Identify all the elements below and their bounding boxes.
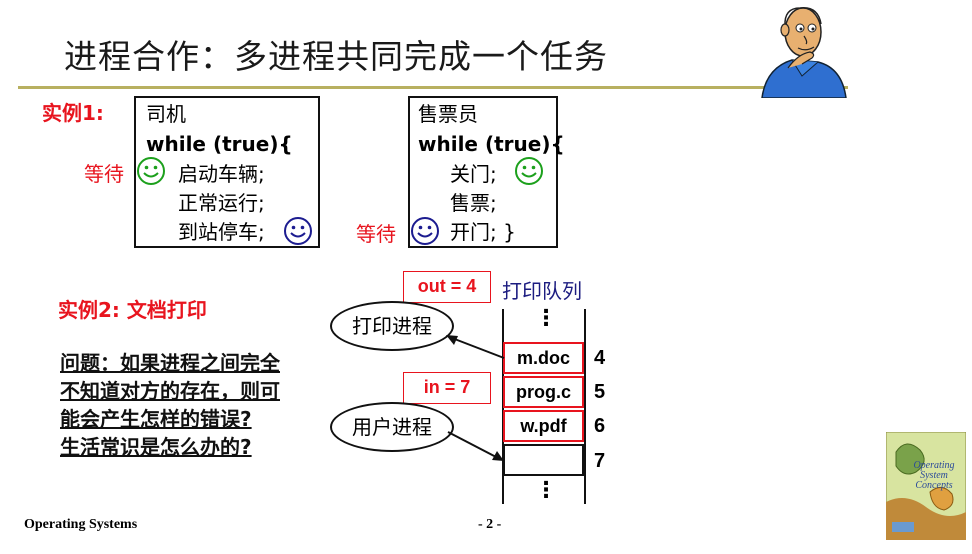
driver-while: while (true){ <box>146 130 293 159</box>
driver-run: 正常运行; <box>178 189 265 218</box>
seller-wait-label: 等待 <box>356 218 396 247</box>
seller-while: while (true){ <box>418 130 565 159</box>
slot-index: 6 <box>594 415 605 438</box>
slot-index: 5 <box>594 381 605 404</box>
question-line: 生活常识是怎么办的? <box>60 433 280 461</box>
process-arrows <box>440 320 510 470</box>
queue-slot-empty <box>503 444 584 476</box>
question-block: 问题：如果进程之间完全 不知道对方的存在，则可 能会产生怎样的错误? 生活常识是… <box>60 349 280 461</box>
driver-title: 司机 <box>146 100 186 129</box>
example2-label: 实例2: 文档打印 <box>58 294 207 323</box>
green-smiley-icon <box>514 156 544 186</box>
queue-right-border <box>584 309 586 504</box>
seller-open-door: 开门; } <box>450 218 516 247</box>
queue-bottom-ellipsis: ⋮ <box>535 478 557 503</box>
page-number: - 2 - <box>478 517 501 533</box>
driver-wait-label: 等待 <box>84 158 124 187</box>
book-title-line: Concepts <box>915 480 952 491</box>
slot-index: 7 <box>594 450 605 473</box>
user-process-label: 用户进程 <box>352 415 432 439</box>
question-line: 问题：如果进程之间完全 <box>60 349 280 377</box>
question-line: 能会产生怎样的错误? <box>60 405 280 433</box>
page-title: 进程合作：多进程共同完成一个任务 <box>64 30 608 78</box>
slot-index: 4 <box>594 347 605 370</box>
seller-sell: 售票; <box>450 189 497 218</box>
print-process-ellipse: 打印进程 <box>330 301 454 351</box>
driver-stop: 到站停车; <box>178 218 265 247</box>
blue-smiley-icon <box>283 216 313 246</box>
footer-course-name: Operating Systems <box>24 517 137 533</box>
seller-title: 售票员 <box>418 100 478 129</box>
question-line: 不知道对方的存在，则可 <box>60 377 280 405</box>
example1-label: 实例1: <box>42 97 104 126</box>
user-process-ellipse: 用户进程 <box>330 402 454 452</box>
title-underline <box>18 86 848 89</box>
os-book-cover-image: Operating System Concepts <box>886 432 966 540</box>
driver-start: 启动车辆; <box>178 160 265 189</box>
seller-close-door: 关门; <box>450 160 497 189</box>
print-queue-title: 打印队列 <box>502 275 582 304</box>
blue-smiley-icon <box>410 216 440 246</box>
queue-top-ellipsis: ⋮ <box>535 306 557 331</box>
queue-slot: m.doc <box>503 342 584 374</box>
out-pointer: out = 4 <box>403 271 491 303</box>
print-process-label: 打印进程 <box>352 314 432 338</box>
green-smiley-icon <box>136 156 166 186</box>
queue-slot: w.pdf <box>503 410 584 442</box>
thinking-man-illustration <box>758 2 850 98</box>
queue-slot: prog.c <box>503 376 584 408</box>
